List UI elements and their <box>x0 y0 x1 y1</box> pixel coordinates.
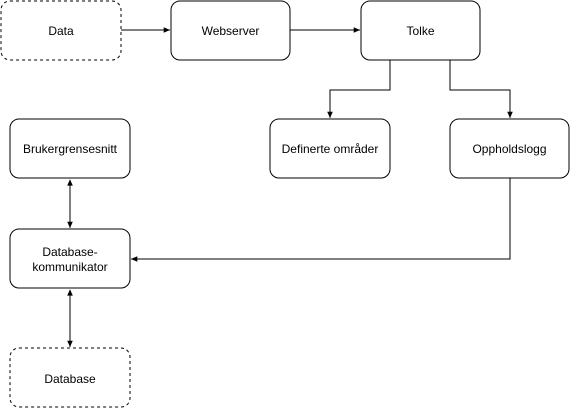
node-definerte-omrader[interactable]: Definerte områder <box>269 118 391 179</box>
node-brukergrensesnitt-label: Brukergrensesnitt <box>23 142 118 156</box>
node-databasekommunikator-label-line1: Database- <box>42 245 97 259</box>
node-databasekommunikator[interactable]: Database- kommunikator <box>9 228 131 289</box>
node-database[interactable]: Database <box>9 347 131 408</box>
edge-tolke-to-oppholdslogg <box>449 60 513 118</box>
node-brukergrensesnitt[interactable]: Brukergrensesnitt <box>9 118 131 179</box>
edge-tolke-to-definerte <box>327 60 391 118</box>
node-oppholdslogg-label: Oppholdslogg <box>472 142 546 156</box>
node-oppholdslogg[interactable]: Oppholdslogg <box>449 118 570 179</box>
node-definerte-omrader-label: Definerte områder <box>282 142 379 156</box>
node-webserver[interactable]: Webserver <box>170 0 291 61</box>
node-data[interactable]: Data <box>0 0 122 61</box>
node-data-label: Data <box>48 24 74 38</box>
edge-oppholdslogg-to-databasekommunikator <box>131 178 511 262</box>
node-database-label: Database <box>44 372 96 386</box>
node-databasekommunikator-label-line2: kommunikator <box>32 260 107 274</box>
node-webserver-label: Webserver <box>202 24 260 38</box>
node-tolke-label: Tolke <box>406 24 434 38</box>
node-tolke[interactable]: Tolke <box>360 0 481 61</box>
